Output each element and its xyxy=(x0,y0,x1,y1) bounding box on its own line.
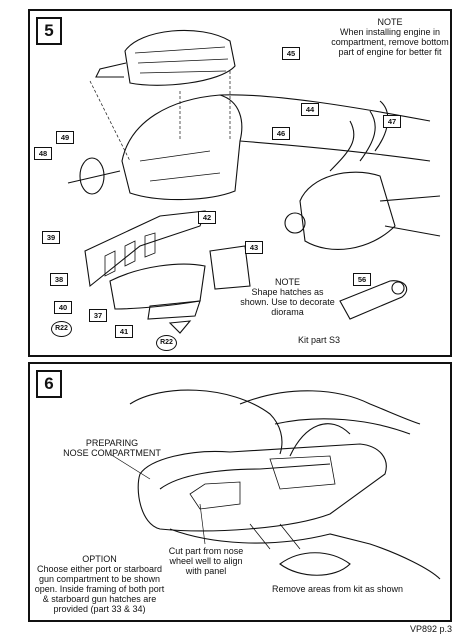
note-top-title: NOTE xyxy=(377,17,403,27)
small-hatch xyxy=(147,300,201,320)
cut-line3: with panel xyxy=(185,566,227,576)
note-mid-line1: Shape hatches as xyxy=(251,287,324,297)
option-note: OPTION Choose either port or starboard g… xyxy=(32,554,167,614)
option-line4: & starboard gun hatches are xyxy=(42,594,157,604)
note-top: NOTE When installing engine in compartme… xyxy=(330,17,450,57)
option-title: OPTION xyxy=(82,554,117,564)
part-48: 48 xyxy=(34,147,52,160)
note-top-line2: compartment, remove bottom xyxy=(331,37,449,47)
engine-nacelle xyxy=(299,171,396,250)
step-6-number: 6 xyxy=(36,370,62,398)
note-top-line3: part of engine for better fit xyxy=(338,47,442,57)
part-46: 46 xyxy=(272,127,290,140)
engine-part xyxy=(124,29,236,86)
option-line3: open. Inside framing of both port xyxy=(34,584,165,594)
option-line2: gun compartment to be shown xyxy=(38,574,161,584)
kit-part-label: Kit part S3 xyxy=(298,335,341,345)
preparing-line2: NOSE COMPARTMENT xyxy=(63,448,161,458)
part-42: 42 xyxy=(198,211,216,224)
canopy-frame-part xyxy=(84,210,206,288)
kit-part-s3 xyxy=(339,280,408,320)
preparing-label: PREPARING NOSE COMPARTMENT xyxy=(62,438,162,458)
step-5-drawing xyxy=(67,29,441,334)
step-5-number: 5 xyxy=(36,17,62,45)
nose-compartment xyxy=(137,443,387,532)
part-38: 38 xyxy=(50,273,68,286)
part-47: 47 xyxy=(383,115,401,128)
ref-r22-right: R22 xyxy=(156,335,177,351)
cut-line2: wheel well to align xyxy=(169,556,243,566)
page-footer: VP892 p.3 xyxy=(409,624,452,634)
ref-r22-left: R22 xyxy=(51,321,72,337)
cut-line1: Cut part from nose xyxy=(168,546,244,556)
note-top-line1: When installing engine in xyxy=(339,27,441,37)
part-45: 45 xyxy=(282,47,300,60)
canopy-outline xyxy=(129,389,283,455)
step-6-panel: 6 PREPARING NOSE COMPARTMENT Cut part fr… xyxy=(28,362,452,622)
option-line1: Choose either port or starboard xyxy=(36,564,163,574)
part-56: 56 xyxy=(353,273,371,286)
part-49: 49 xyxy=(56,131,74,144)
preparing-line1: PREPARING xyxy=(85,438,139,448)
step-5-panel: 5 xyxy=(28,9,452,357)
side-panel xyxy=(209,245,251,290)
option-line5: provided (part 33 & 34) xyxy=(53,604,146,614)
remove-instruction: Remove areas from kit as shown xyxy=(272,584,404,594)
part-39: 39 xyxy=(42,231,60,244)
cut-instruction: Cut part from nose wheel well to align w… xyxy=(156,546,256,576)
note-mid: NOTE Shape hatches as shown. Use to deco… xyxy=(235,277,340,317)
part-41: 41 xyxy=(115,325,133,338)
step-6-drawing xyxy=(109,389,441,580)
part-44: 44 xyxy=(301,103,319,116)
part-43: 43 xyxy=(245,241,263,254)
part-40: 40 xyxy=(54,301,72,314)
note-mid-line3: diorama xyxy=(271,307,304,317)
part-37: 37 xyxy=(89,309,107,322)
note-mid-line2: shown. Use to decorate xyxy=(240,297,335,307)
lower-fuselage xyxy=(169,528,441,580)
fuselage-nose xyxy=(121,94,243,201)
note-mid-title: NOTE xyxy=(274,277,300,287)
